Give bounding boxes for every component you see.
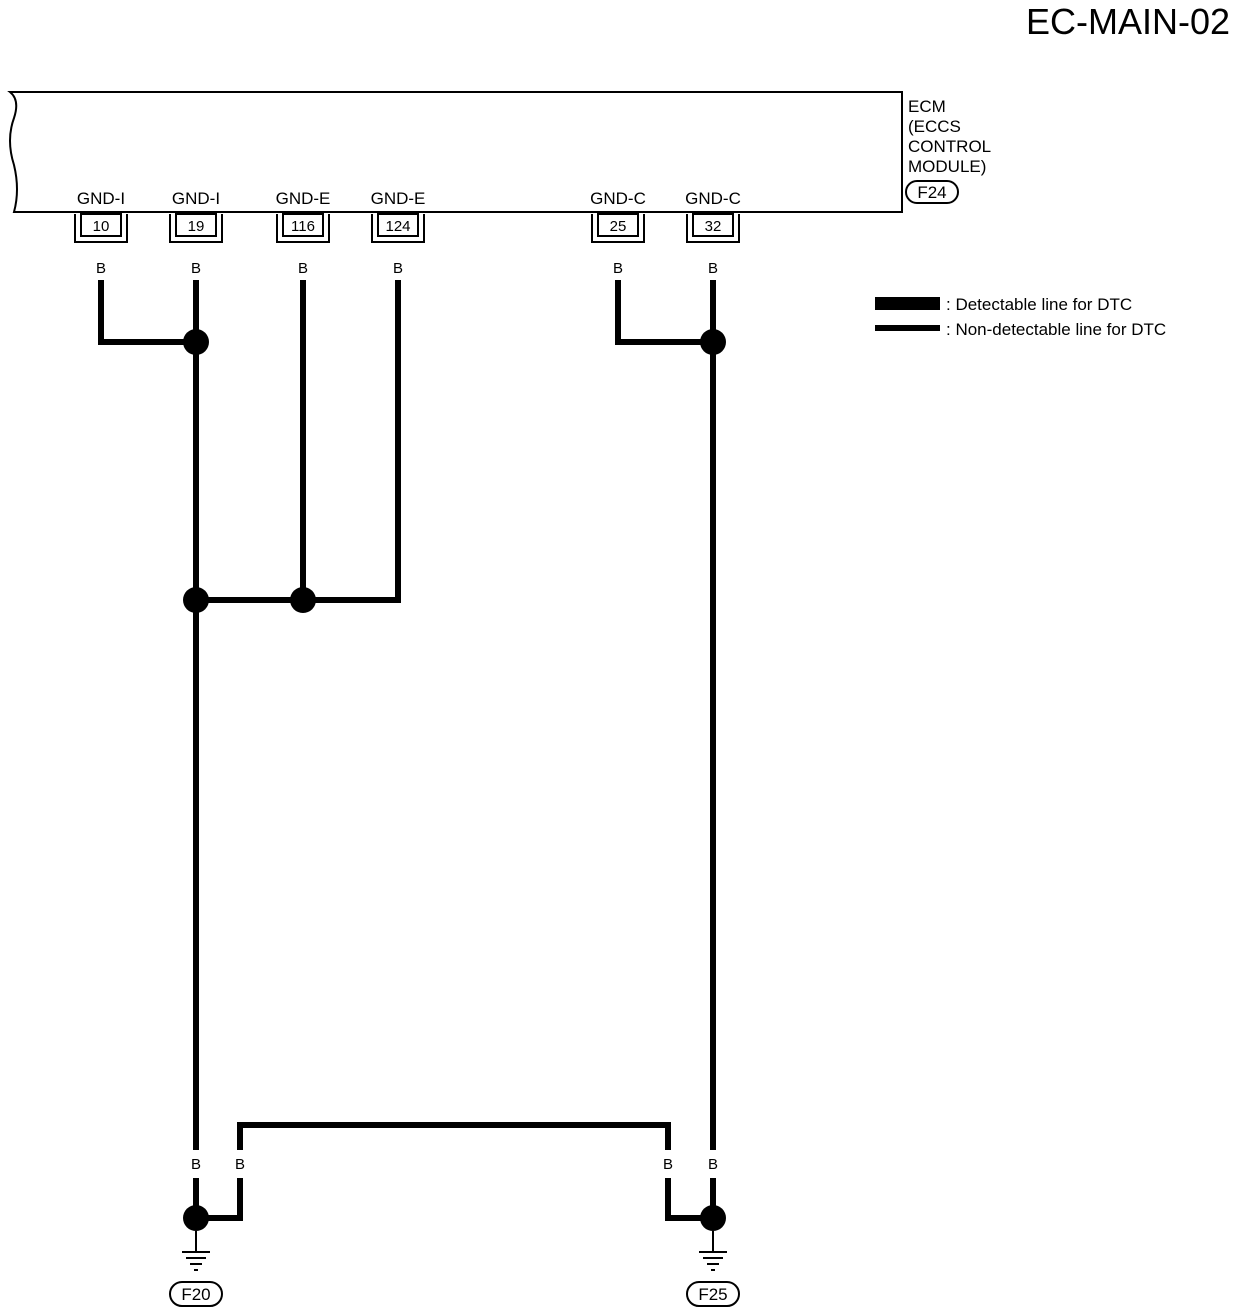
wire-segment — [196, 280, 401, 603]
connector-bracket — [74, 214, 128, 243]
pin-box — [377, 213, 419, 237]
legend: : Detectable line for DTC : Non-detectab… — [875, 295, 1166, 339]
pin-box — [597, 213, 639, 237]
junction-dot — [183, 1205, 209, 1231]
pin-number: 32 — [705, 218, 722, 235]
ground-icon — [699, 1251, 727, 1271]
wire-segment — [615, 280, 713, 345]
terminal-name: GND-I — [172, 189, 220, 208]
terminal-25: GND-C 25 B — [590, 189, 646, 277]
ecm-label-line: (ECCS — [908, 117, 961, 136]
terminal-name: GND-E — [371, 189, 426, 208]
wire-color-label: B — [708, 260, 718, 277]
ecm-module-box — [7, 91, 903, 213]
ground-f25: F25 — [686, 1231, 740, 1307]
page-title: EC-MAIN-02 — [1026, 1, 1230, 42]
terminal-name: GND-C — [685, 189, 741, 208]
pin-number: 10 — [93, 218, 110, 235]
junction-dot — [183, 587, 209, 613]
junction-dot — [290, 587, 316, 613]
junction-dot — [183, 329, 209, 355]
wire-color-label: B — [708, 1156, 718, 1173]
pin-number: 124 — [385, 218, 410, 235]
ground-connector-badge — [169, 1281, 223, 1307]
wire-color-label: B — [613, 260, 623, 277]
ground-f20: F20 — [169, 1231, 223, 1307]
ground-icon — [182, 1251, 210, 1271]
ecm-label-line: ECM — [908, 97, 946, 116]
ground-connector-badge — [686, 1281, 740, 1307]
terminal-name: GND-C — [590, 189, 646, 208]
pin-number: 19 — [188, 218, 205, 235]
wire-segment — [196, 1178, 243, 1221]
pin-box — [175, 213, 217, 237]
terminal-124: GND-E 124 B — [371, 189, 426, 277]
ground-connector-id: F20 — [181, 1285, 210, 1304]
wire-color-label: B — [235, 1156, 245, 1173]
connector-bracket — [591, 214, 645, 243]
legend-text: : Non-detectable line for DTC — [946, 320, 1166, 339]
junction-dot — [700, 1205, 726, 1231]
terminal-10: GND-I 10 B — [74, 189, 128, 277]
wire-color-label: B — [96, 260, 106, 277]
wire-segment — [237, 1122, 671, 1150]
wire-color-label: B — [191, 1156, 201, 1173]
pin-box — [80, 213, 122, 237]
terminal-name: GND-E — [276, 189, 331, 208]
legend-text: : Detectable line for DTC — [946, 295, 1132, 314]
connector-bracket — [276, 214, 330, 243]
pin-number: 25 — [610, 218, 627, 235]
connector-bracket — [169, 214, 223, 243]
legend-swatch-non-detectable — [875, 325, 940, 331]
wire-color-label: B — [663, 1156, 673, 1173]
wire-segment — [665, 1178, 713, 1221]
ground-connector-id: F25 — [698, 1285, 727, 1304]
ecm-label-line: MODULE) — [908, 157, 986, 176]
ecm-label-line: CONTROL — [908, 137, 991, 156]
pin-number: 116 — [291, 218, 315, 235]
legend-swatch-detectable — [875, 297, 940, 310]
ecm-connector-badge — [905, 180, 959, 204]
wire-color-label: B — [393, 260, 403, 277]
junction-dot — [700, 329, 726, 355]
ecm-connector-id: F24 — [917, 183, 946, 202]
connector-bracket — [686, 214, 740, 243]
pin-box — [692, 213, 734, 237]
wire-segment — [98, 280, 196, 345]
pin-box — [282, 213, 324, 237]
terminal-name: GND-I — [77, 189, 125, 208]
terminal-32: GND-C 32 B — [685, 189, 741, 277]
terminal-116: GND-E 116 B — [276, 189, 331, 277]
terminal-19: GND-I 19 B — [169, 189, 223, 277]
connector-bracket — [371, 214, 425, 243]
wire-color-label: B — [298, 260, 308, 277]
wire-color-label: B — [191, 260, 201, 277]
